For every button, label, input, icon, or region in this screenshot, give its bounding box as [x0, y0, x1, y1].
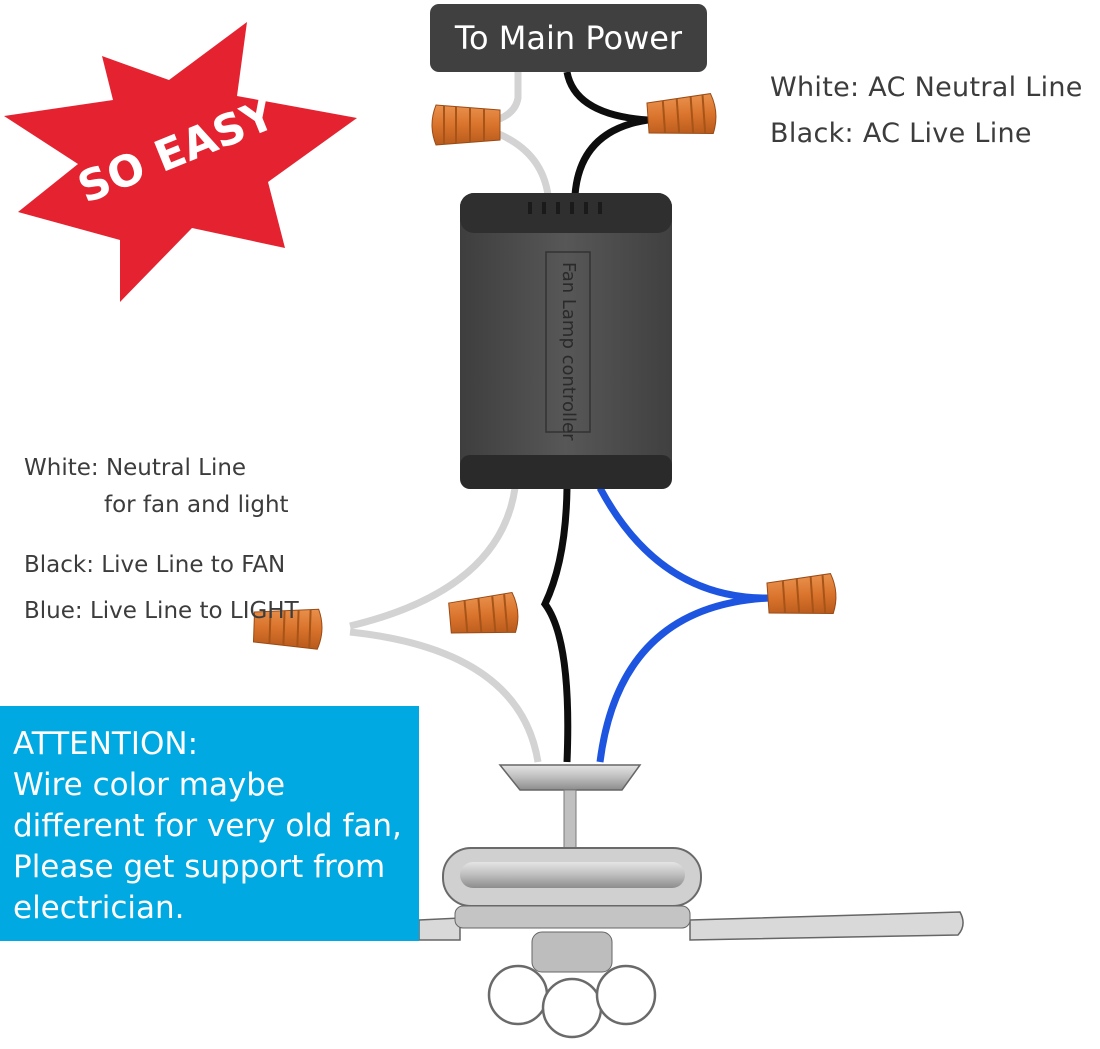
attention-line: Please get support from: [13, 849, 386, 885]
connector-top-right: [645, 92, 719, 139]
main-power-label: To Main Power: [430, 4, 707, 72]
controller-bottom-edge: [460, 455, 672, 489]
connector-top-left: [431, 104, 501, 146]
white-fan-wire-upper: [349, 487, 519, 630]
legend-top-white: White: AC Neutral Line: [770, 72, 1083, 103]
fan-bulb-left: [487, 964, 549, 1026]
fan-downrod: [563, 789, 577, 849]
ceiling-fan: [418, 764, 964, 1039]
fan-bulb-right: [595, 964, 657, 1026]
attention-line: Wire color maybe: [13, 767, 286, 803]
controller-body: [460, 193, 672, 489]
starburst-shape: [4, 22, 357, 302]
attention-line: electrician.: [13, 890, 185, 926]
fan-blade-left: [418, 917, 461, 941]
white-fan-wire-lower: [349, 628, 542, 763]
blue-light-wire-upper: [596, 486, 771, 602]
legend-left-white: White: Neutral Line: [24, 455, 247, 481]
controller-top-edge: [460, 193, 672, 233]
fan-motor-band: [460, 862, 685, 888]
fan-wires: [349, 486, 771, 763]
blue-light-wire-lower: [596, 594, 771, 763]
fan-canopy: [498, 764, 642, 791]
legend-left-blue: Blue: Live Line to LIGHT: [24, 598, 299, 624]
legend-left-black: Black: Live Line to FAN: [24, 552, 286, 578]
black-to-box-wire: [571, 116, 649, 196]
main-black-wire: [563, 71, 649, 124]
fan-blade-holder: [454, 905, 691, 929]
connector-middle-black: [447, 591, 521, 639]
fan-bulb-middle: [541, 977, 603, 1039]
attention-heading: ATTENTION:: [13, 726, 199, 762]
controller-label-plate: [545, 251, 591, 433]
legend-top-black: Black: AC Live Line: [770, 118, 1032, 149]
fan-blade-right: [689, 911, 964, 941]
attention-line: different for very old fan,: [13, 808, 402, 844]
controller-label: Fan Lamp controller: [558, 262, 579, 441]
controller-box: Fan Lamp controller: [460, 193, 672, 489]
vent-slots: [528, 202, 602, 214]
attention-box: ATTENTION: Wire color maybe different fo…: [0, 706, 419, 941]
fan-light-kit-body: [531, 931, 613, 973]
legend-left-white-sub: for fan and light: [104, 492, 289, 518]
so-easy-badge: SO EASY: [4, 22, 357, 302]
black-fan-wire: [540, 487, 572, 763]
connector-right-blue: [765, 572, 839, 619]
